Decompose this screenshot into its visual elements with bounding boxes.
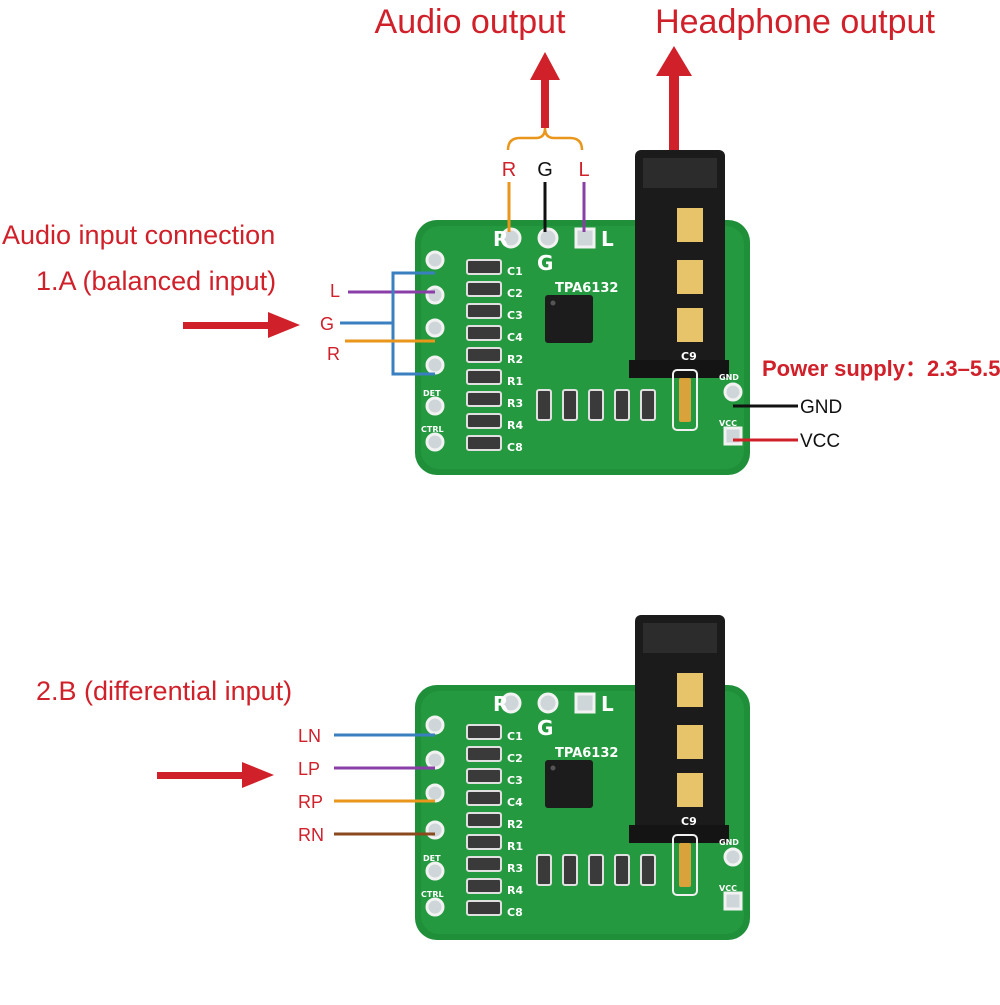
headphone-output-label: Headphone output	[655, 3, 935, 41]
output-pin-g-label: G	[537, 159, 553, 181]
silk-l: L	[601, 227, 614, 251]
silk-c2: C2	[507, 287, 523, 300]
wire-label-ln: LN	[298, 726, 321, 746]
output-pin-r-label: R	[502, 159, 516, 181]
silk-det: DET	[423, 389, 441, 398]
section-b-subtitle: 2.B (differential input)	[36, 676, 292, 706]
wire-label-g: G	[320, 314, 334, 334]
silk-chip: TPA6132	[555, 281, 618, 296]
wire-label-rn: RN	[298, 825, 324, 845]
silk-r2-b: R2	[507, 818, 523, 831]
pcb-module-a: R G L TPA6132 C1 C2 C3 C4 R2 R1 R3 R4 C8…	[413, 148, 752, 477]
silk-c9: C9	[681, 350, 697, 363]
silk-r-b: R	[493, 692, 508, 716]
silk-c8: C8	[507, 441, 523, 454]
silk-c3-b: C3	[507, 774, 523, 787]
silk-gnd-b: GND	[719, 838, 739, 847]
silk-c4: C4	[507, 331, 523, 344]
silk-l-b: L	[601, 692, 614, 716]
silk-ctrl-b: CTRL	[421, 890, 444, 899]
input-arrow-b	[157, 762, 274, 788]
silk-r4-b: R4	[507, 884, 523, 897]
silk-g-b: G	[537, 716, 553, 740]
silk-gnd: GND	[719, 373, 739, 382]
wire-label-rp: RP	[298, 792, 323, 812]
section-a-title: Audio input connection	[2, 220, 275, 250]
wire-label-lp: LP	[298, 759, 320, 779]
audio-output-arrow	[530, 52, 560, 128]
silk-vcc: VCC	[719, 419, 737, 428]
headphone-output-arrow	[656, 46, 692, 162]
audio-output-label: Audio output	[375, 3, 566, 41]
silk-det-b: DET	[423, 854, 441, 863]
vcc-label: VCC	[800, 431, 840, 452]
silk-c3: C3	[507, 309, 523, 322]
output-brace	[506, 127, 584, 151]
gnd-label: GND	[800, 397, 842, 418]
wire-label-r: R	[327, 344, 340, 364]
silk-r3-b: R3	[507, 862, 523, 875]
silk-r2: R2	[507, 353, 523, 366]
silk-r1: R1	[507, 375, 523, 388]
wire-label-l: L	[330, 281, 340, 301]
output-pin-l-label: L	[578, 159, 589, 181]
power-supply-label: Power supply：2.3–5.5V	[762, 356, 1000, 381]
balanced-input-wires	[340, 271, 435, 376]
silk-c4-b: C4	[507, 796, 523, 809]
silk-c2-b: C2	[507, 752, 523, 765]
section-a-subtitle: 1.A (balanced input)	[36, 266, 276, 296]
silk-c8-b: C8	[507, 906, 523, 919]
silk-r: R	[493, 227, 508, 251]
silk-vcc-b: VCC	[719, 884, 737, 893]
silk-r4: R4	[507, 419, 523, 432]
silk-g: G	[537, 251, 553, 275]
silk-r3: R3	[507, 397, 523, 410]
silk-chip-b: TPA6132	[555, 746, 618, 761]
input-arrow-a	[183, 312, 300, 338]
silk-c1: C1	[507, 265, 523, 278]
pcb-module-b: R G L TPA6132 C1 C2 C3 C4 R2 R1 R3 R4 C8…	[413, 613, 752, 942]
silk-c9-b: C9	[681, 815, 697, 828]
silk-r1-b: R1	[507, 840, 523, 853]
differential-input-wires	[334, 733, 435, 836]
silk-c1-b: C1	[507, 730, 523, 743]
silk-ctrl: CTRL	[421, 425, 444, 434]
